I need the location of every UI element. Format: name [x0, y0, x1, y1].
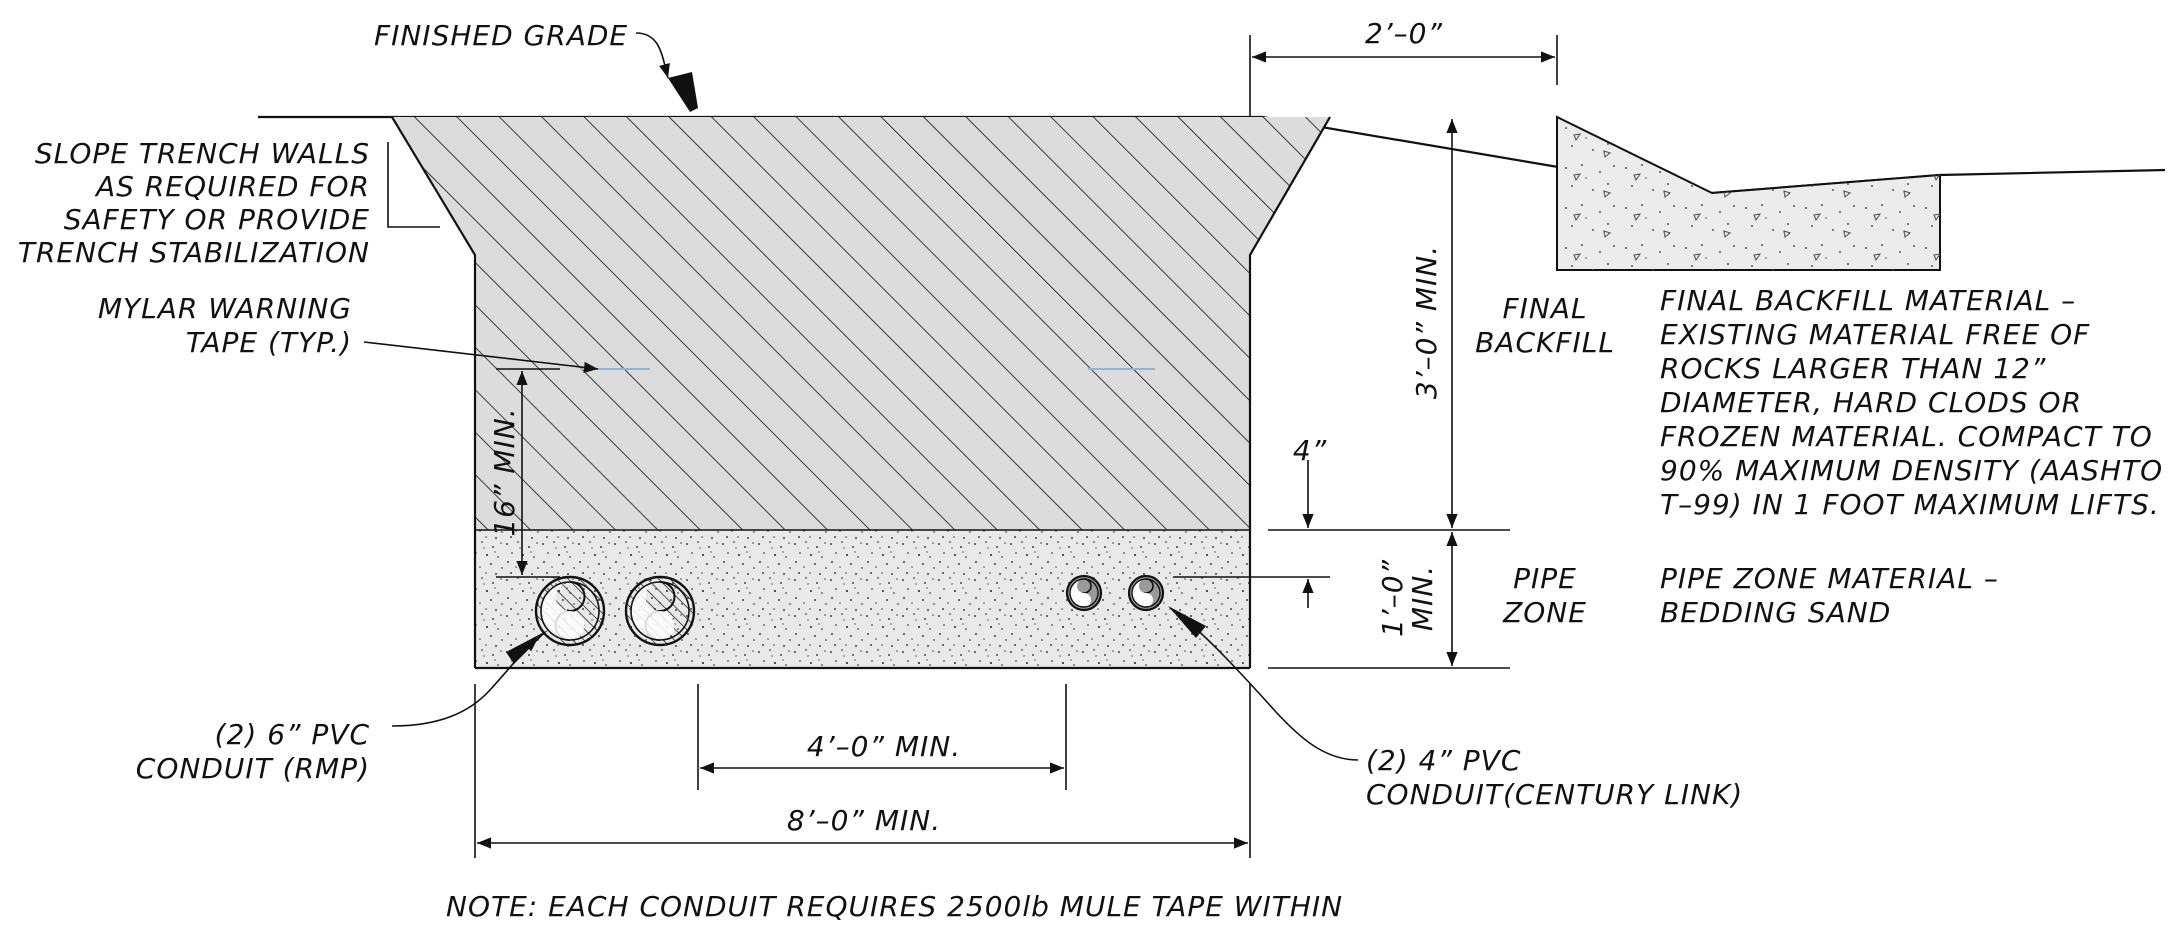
dim-4ft-text: 4’–0” MIN.	[807, 730, 961, 763]
concrete-stipple	[1557, 117, 1940, 270]
conduit-4in-leader	[1185, 619, 1359, 761]
ground-line-right	[1252, 115, 2166, 195]
final-backfill-desc-4: DIAMETER, HARD CLODS OR	[1660, 386, 2082, 419]
dim-1ft-text: 1’–0” MIN.	[1376, 559, 1439, 637]
pipe-zone-line-1: PIPE	[1513, 562, 1577, 595]
final-backfill-description: FINAL BACKFILL MATERIAL – EXISTING MATER…	[1660, 284, 2163, 521]
mylar-tape-note: MYLAR WARNING TAPE (TYP.)	[98, 292, 352, 359]
pipe-zone-line-2: ZONE	[1502, 596, 1587, 629]
dim-4in-text: 4”	[1293, 434, 1327, 467]
slope-note-line-3: SAFETY OR PROVIDE	[64, 203, 370, 236]
pipe-zone-label: PIPE ZONE	[1502, 562, 1587, 629]
final-backfill-desc-2: EXISTING MATERIAL FREE OF	[1660, 318, 2090, 351]
final-backfill-desc-7: T–99) IN 1 FOOT MAXIMUM LIFTS.	[1660, 488, 2160, 521]
mylar-tape-leader	[363, 341, 599, 373]
final-backfill-desc-3: ROCKS LARGER THAN 12”	[1660, 352, 2046, 385]
pipe-zone-stipple	[475, 530, 1250, 668]
dim-3ft-text: 3’–0” MIN.	[1410, 245, 1443, 399]
conduit-4in-note: (2) 4” PVC CONDUIT(CENTURY LINK)	[1366, 744, 1743, 811]
dim-1ft-text-line-1: 1’–0”	[1376, 559, 1409, 637]
dim-1ft-text-line-2: MIN.	[1406, 565, 1439, 631]
conduit-4in-1	[1065, 574, 1103, 612]
conduit-6in-note: (2) 6” PVC CONDUIT (RMP)	[136, 718, 370, 785]
conduit-6in-2	[624, 575, 696, 647]
conduit-6in-line-1: (2) 6” PVC	[215, 718, 370, 751]
final-backfill-desc-6: 90% MAXIMUM DENSITY (AASHTO	[1660, 454, 2163, 487]
finished-grade-arrowhead	[668, 72, 698, 112]
conduit-6in-arrowhead	[506, 630, 548, 664]
conduit-6in-1	[534, 575, 606, 647]
slope-note: SLOPE TRENCH WALLS AS REQUIRED FOR SAFET…	[18, 137, 370, 269]
dim-16in-text: 16” MIN.	[488, 407, 521, 536]
dim-2ft-text: 2’–0”	[1365, 17, 1443, 50]
conduit-4in-line-1: (2) 4” PVC	[1366, 744, 1521, 777]
slope-note-bracket	[387, 142, 440, 228]
pipe-zone-desc-1: PIPE ZONE MATERIAL –	[1660, 562, 1999, 595]
final-backfill-hatch	[392, 117, 1330, 530]
conduit-6in-line-2: CONDUIT (RMP)	[136, 752, 370, 785]
mylar-tape-line-1: MYLAR WARNING	[98, 292, 352, 325]
pipe-zone-desc-2: BEDDING SAND	[1660, 596, 1891, 629]
final-backfill-line-2: BACKFILL	[1475, 326, 1615, 359]
conduit-4in-2	[1127, 574, 1165, 612]
mylar-tape-line-2: TAPE (TYP.)	[186, 326, 352, 359]
finished-grade-label: FINISHED GRADE	[374, 19, 628, 52]
final-backfill-zone-label: FINAL BACKFILL	[1475, 292, 1615, 359]
slope-note-line-1: SLOPE TRENCH WALLS	[35, 137, 370, 170]
conduit-4in-line-2: CONDUIT(CENTURY LINK)	[1366, 778, 1743, 811]
pipe-zone-description: PIPE ZONE MATERIAL – BEDDING SAND	[1660, 562, 1999, 629]
mule-tape-note: NOTE: EACH CONDUIT REQUIRES 2500lb MULE …	[446, 890, 1343, 923]
conduit-4in-arrowhead	[1168, 606, 1206, 638]
finished-grade-leader	[635, 32, 670, 79]
final-backfill-desc-5: FROZEN MATERIAL. COMPACT TO	[1660, 420, 2153, 453]
dim-8ft-text: 8’–0” MIN.	[787, 804, 941, 837]
slope-note-line-4: TRENCH STABILIZATION	[18, 236, 370, 269]
final-backfill-line-1: FINAL	[1502, 292, 1587, 325]
final-backfill-desc-1: FINAL BACKFILL MATERIAL –	[1660, 284, 2076, 317]
slope-note-line-2: AS REQUIRED FOR	[94, 170, 370, 203]
